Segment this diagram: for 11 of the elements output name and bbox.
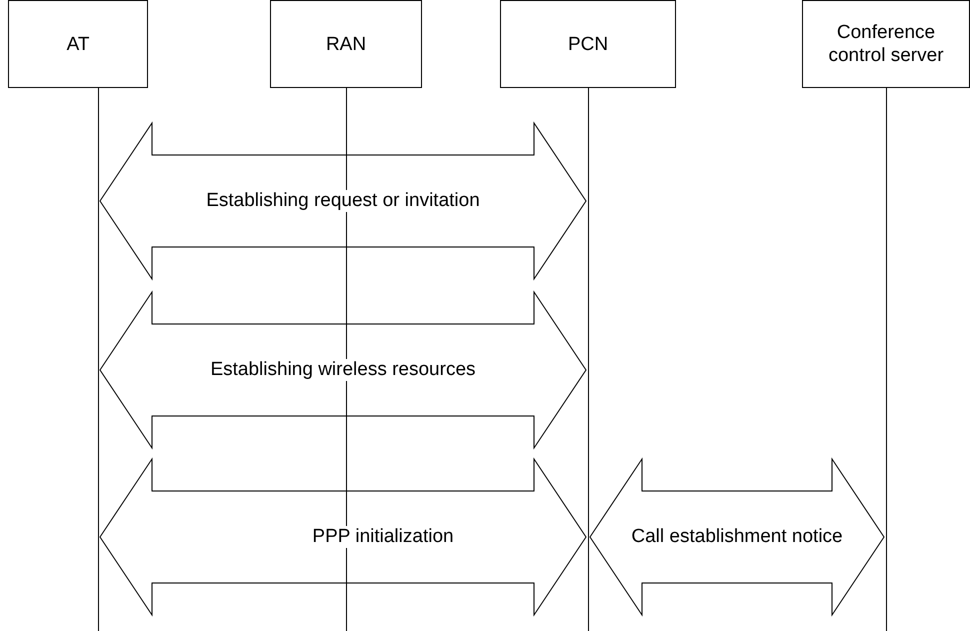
double-arrow [99,290,587,450]
participant-name: AT [66,32,90,56]
participant-name: Conference control server [827,21,945,67]
double-arrow [99,121,587,281]
participant-name: RAN [326,32,366,56]
participant-name: PCN [568,32,608,56]
edge-label: Establishing wireless resources [209,359,477,381]
double-arrow [99,457,587,617]
edge-label: Establishing request or invitation [205,190,481,212]
double-arrow [589,457,885,617]
edge-label: PPP initialization [311,526,455,548]
